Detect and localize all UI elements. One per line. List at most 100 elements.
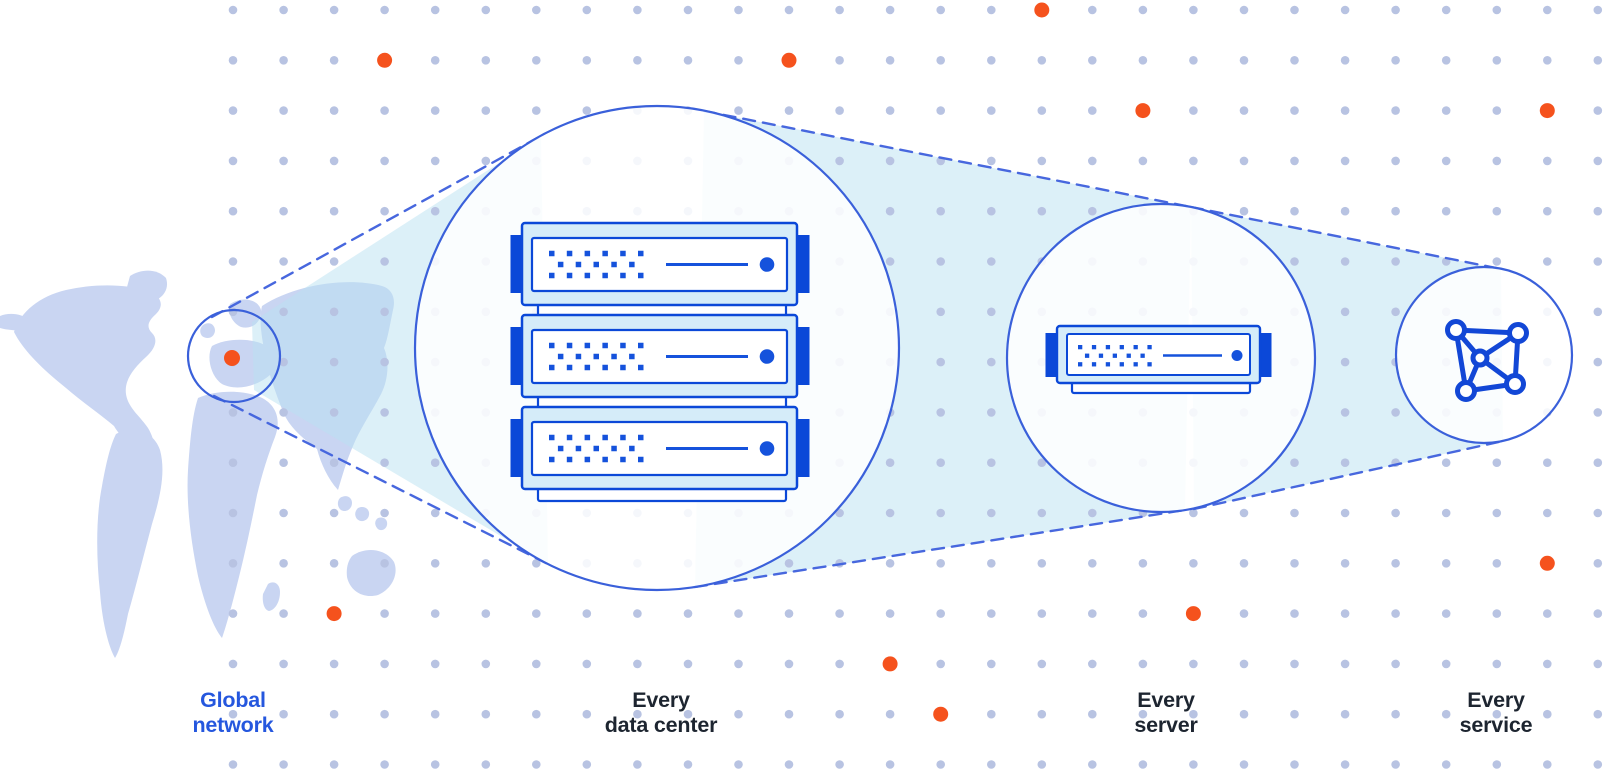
- grid-dot: [1088, 760, 1097, 769]
- grid-dot: [1189, 659, 1198, 669]
- grid-dot: [1391, 307, 1400, 317]
- grid-dot: [1088, 106, 1097, 115]
- grid-dot: [380, 760, 389, 769]
- grid-dot: [228, 609, 238, 618]
- grid-dot: [1290, 760, 1299, 769]
- grid-dot: [582, 609, 592, 618]
- grid-dot: [279, 458, 288, 468]
- grid-dot: [1391, 559, 1400, 568]
- grid-dot: [1593, 56, 1603, 65]
- grid-dot: [532, 659, 541, 669]
- location-marker-icon: [224, 350, 240, 366]
- grid-dot: [1239, 206, 1249, 216]
- grid-dot: [1239, 760, 1249, 769]
- grid-dot: [1593, 307, 1603, 317]
- grid-dot: [1239, 709, 1249, 719]
- grid-dot: [1340, 408, 1350, 417]
- grid-dot: [734, 709, 743, 719]
- grid-dot: [1037, 659, 1047, 669]
- grid-dot: [1138, 559, 1148, 568]
- grid-dot: [532, 559, 541, 568]
- grid-dot: [1543, 659, 1552, 669]
- grid-dot: [1543, 5, 1552, 15]
- grid-dot: [430, 106, 440, 115]
- grid-dot: [532, 56, 541, 65]
- grid-dot: [1189, 508, 1198, 518]
- grid-dot: [1391, 5, 1400, 15]
- grid-dot: [279, 206, 288, 216]
- grid-dot: [1290, 257, 1299, 266]
- grid-dot: [1492, 5, 1502, 15]
- grid-dot: [329, 408, 339, 417]
- grid-dot: [683, 709, 693, 719]
- grid-dot: [1239, 659, 1249, 669]
- globe-highlight-circle: [186, 308, 282, 404]
- grid-dot: [329, 257, 339, 266]
- grid-dot: [987, 257, 996, 266]
- grid-dot: [734, 609, 743, 618]
- grid-dot: [1391, 56, 1400, 65]
- grid-dot: [633, 609, 642, 618]
- grid-dot: [1189, 760, 1198, 769]
- grid-dot: [380, 206, 389, 216]
- grid-dot: [279, 659, 288, 669]
- grid-dot: [1088, 659, 1097, 669]
- grid-dot: [430, 709, 440, 719]
- grid-dot: [1340, 709, 1350, 719]
- grid-dot: [582, 659, 592, 669]
- grid-dot: [228, 559, 238, 568]
- grid-dot: [1441, 508, 1451, 518]
- grid-dot: [1088, 709, 1097, 719]
- grid-dot: [1492, 508, 1502, 518]
- label-every-service: Every service: [1459, 688, 1533, 737]
- grid-dot: [380, 709, 389, 719]
- accent-dot: [1539, 555, 1555, 571]
- grid-dot: [1290, 206, 1299, 216]
- grid-dot: [1441, 609, 1451, 618]
- grid-dot: [1239, 508, 1249, 518]
- grid-dot: [1340, 458, 1350, 468]
- grid-dot: [633, 56, 642, 65]
- grid-dot: [1088, 5, 1097, 15]
- grid-dot: [1593, 559, 1603, 568]
- grid-dot: [1138, 659, 1148, 669]
- grid-dot: [1593, 760, 1603, 769]
- grid-dot: [885, 508, 895, 518]
- grid-dot: [481, 559, 491, 568]
- grid-dot: [1492, 56, 1502, 65]
- grid-dot: [1138, 56, 1148, 65]
- grid-dot: [885, 206, 895, 216]
- grid-dot: [936, 508, 945, 518]
- grid-dot: [1189, 106, 1198, 115]
- grid-dot: [380, 508, 389, 518]
- grid-dot: [835, 106, 844, 115]
- grid-dot: [734, 760, 743, 769]
- grid-dot: [582, 56, 592, 65]
- grid-dot: [885, 56, 895, 65]
- grid-dot: [1543, 458, 1552, 468]
- grid-dot: [1037, 760, 1047, 769]
- grid-dot: [1037, 709, 1047, 719]
- grid-dot: [885, 709, 895, 719]
- grid-dot: [228, 760, 238, 769]
- grid-dot: [481, 659, 491, 669]
- grid-dot: [1492, 760, 1502, 769]
- grid-dot: [835, 659, 844, 669]
- grid-dot: [582, 760, 592, 769]
- grid-dot: [329, 458, 339, 468]
- grid-dot: [1492, 458, 1502, 468]
- grid-dot: [1340, 659, 1350, 669]
- grid-dot: [835, 156, 844, 166]
- grid-dot: [936, 307, 945, 317]
- grid-dot: [1543, 257, 1552, 266]
- grid-dot: [1189, 56, 1198, 65]
- grid-dot: [987, 760, 996, 769]
- grid-dot: [1492, 559, 1502, 568]
- grid-dot: [329, 659, 339, 669]
- grid-dot: [1492, 659, 1502, 669]
- grid-dot: [1340, 56, 1350, 65]
- grid-dot: [1492, 709, 1502, 719]
- grid-dot: [1340, 257, 1350, 266]
- grid-dot: [1290, 458, 1299, 468]
- grid-dot: [228, 458, 238, 468]
